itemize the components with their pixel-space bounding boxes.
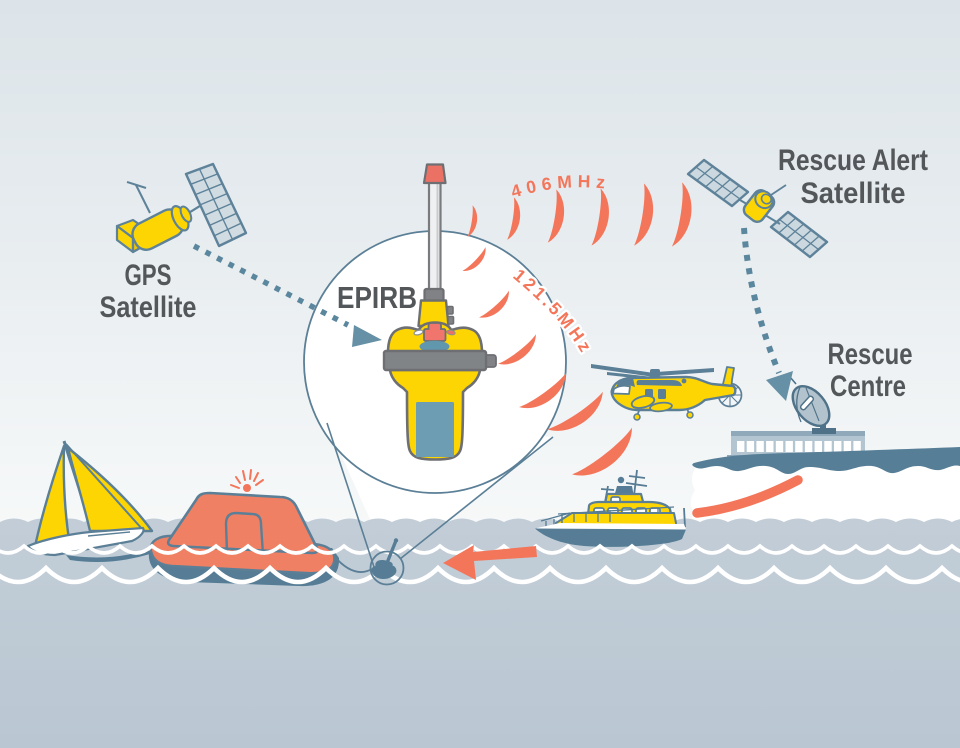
svg-text:Satellite: Satellite [801, 177, 906, 210]
svg-text:EPIRB: EPIRB [337, 280, 417, 315]
svg-text:Rescue Alert: Rescue Alert [778, 144, 928, 177]
svg-text:Rescue: Rescue [828, 338, 913, 371]
svg-text:GPS: GPS [125, 259, 172, 292]
svg-text:Centre: Centre [830, 370, 906, 403]
svg-text:Satellite: Satellite [100, 291, 197, 324]
